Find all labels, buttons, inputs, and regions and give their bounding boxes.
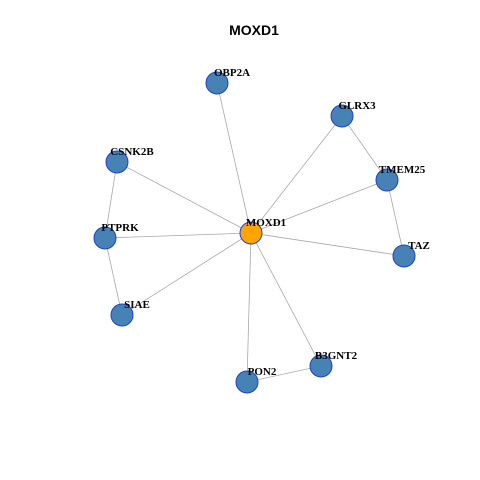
node-circle-moxd1 xyxy=(239,221,263,245)
edge-ptprk-siae xyxy=(104,237,123,316)
edge-csnk2b-ptprk xyxy=(104,161,118,239)
edge-moxd1-b3gnt2 xyxy=(250,232,322,367)
edge-moxd1-pon2 xyxy=(246,232,252,383)
node-label-taz: TAZ xyxy=(408,240,430,252)
edge-moxd1-ptprk xyxy=(104,232,252,239)
node-csnk2b: CSNK2B xyxy=(105,146,154,174)
node-moxd1: MOXD1 xyxy=(239,217,286,245)
node-circle-csnk2b xyxy=(105,150,129,174)
node-circle-tmem25 xyxy=(375,168,399,192)
node-label-moxd1: MOXD1 xyxy=(246,217,286,229)
node-label-tmem25: TMEM25 xyxy=(379,164,426,176)
node-circle-glrx3 xyxy=(330,104,354,128)
node-b3gnt2: B3GNT2 xyxy=(309,350,358,378)
edge-layer xyxy=(104,82,405,383)
edge-moxd1-siae xyxy=(121,232,252,316)
edge-tmem25-taz xyxy=(386,179,405,257)
edge-pon2-b3gnt2 xyxy=(246,365,322,383)
node-ptprk: PTPRK xyxy=(93,222,139,250)
node-circle-b3gnt2 xyxy=(309,354,333,378)
node-circle-taz xyxy=(392,244,416,268)
node-tmem25: TMEM25 xyxy=(375,164,426,192)
node-label-ptprk: PTPRK xyxy=(101,222,139,234)
node-siae: SIAE xyxy=(110,299,150,327)
node-pon2: PON2 xyxy=(235,366,277,394)
node-label-obp2a: OBP2A xyxy=(214,67,250,79)
node-glrx3: GLRX3 xyxy=(330,100,376,128)
node-circle-siae xyxy=(110,303,134,327)
node-taz: TAZ xyxy=(392,240,430,268)
node-label-pon2: PON2 xyxy=(248,366,277,378)
node-circle-obp2a xyxy=(205,71,229,95)
edge-moxd1-glrx3 xyxy=(250,115,343,234)
edge-moxd1-tmem25 xyxy=(250,179,388,234)
node-label-glrx3: GLRX3 xyxy=(338,100,376,112)
edge-glrx3-tmem25 xyxy=(341,115,388,181)
node-label-b3gnt2: B3GNT2 xyxy=(315,350,358,362)
edge-moxd1-taz xyxy=(250,232,405,257)
diagram-title: MOXD1 xyxy=(229,22,279,38)
node-circle-pon2 xyxy=(235,370,259,394)
node-circle-ptprk xyxy=(93,226,117,250)
node-label-siae: SIAE xyxy=(124,299,150,311)
edge-moxd1-obp2a xyxy=(216,82,252,234)
node-obp2a: OBP2A xyxy=(205,67,250,95)
node-label-csnk2b: CSNK2B xyxy=(110,146,154,158)
edge-moxd1-csnk2b xyxy=(116,161,252,234)
